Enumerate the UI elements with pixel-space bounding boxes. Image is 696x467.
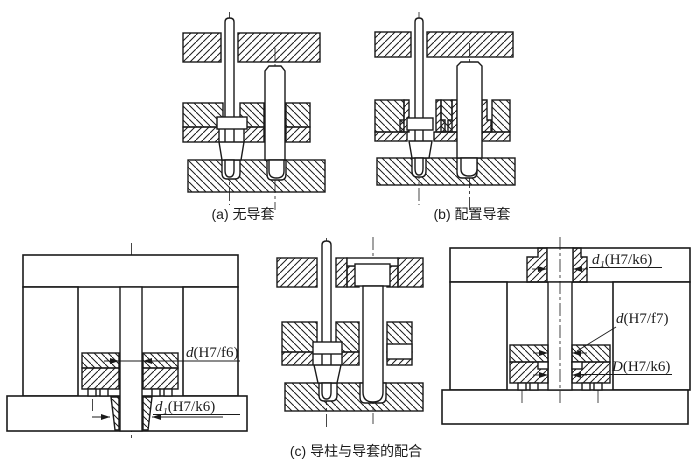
press-fit-section [110, 396, 120, 431]
guide-bushing [142, 352, 179, 369]
lower-die-plate [187, 159, 326, 193]
guide-pillar [119, 286, 143, 432]
backing-plate [182, 126, 220, 143]
guide-bushing [81, 352, 120, 369]
label-d1-h7k6-right: d₁(H7/k6) [592, 252, 652, 268]
small-guide-pin [321, 240, 332, 369]
caption-c: (c) 导柱与导套的配合 [290, 443, 422, 459]
caption-a: (a) 无导套 [212, 206, 275, 222]
backing-plate [374, 131, 408, 142]
pin-flange [406, 117, 434, 131]
upper-die-plate [374, 31, 412, 58]
caption-b: (b) 配置导套 [434, 206, 511, 222]
guide-sleeve [571, 344, 611, 363]
backing-plate [281, 351, 314, 366]
left-column [22, 286, 79, 397]
lower-die-plate [284, 382, 424, 412]
label-D-h7k6: D(H7/k6) [611, 359, 670, 375]
pin-flange [216, 116, 248, 130]
label-d1-h7k6-left: d₁(H7/k6) [155, 399, 215, 415]
label-d-h7f6: d(H7/f6) [186, 345, 239, 361]
punch-holder-plate [374, 99, 405, 133]
left-column [449, 281, 508, 391]
diagram-a-no-sleeve [182, 12, 326, 210]
small-guide-pin [414, 17, 424, 151]
pillar-head [354, 263, 391, 287]
guide-sleeve [509, 344, 549, 363]
upper-die-plate [276, 257, 318, 288]
diagram-c-assembly [276, 237, 424, 428]
right-column [182, 286, 239, 397]
top-plate [22, 254, 239, 288]
base-plate [441, 389, 689, 425]
small-guide-pin [224, 17, 235, 151]
guide-pillar [362, 285, 384, 403]
guide-pillar [264, 65, 286, 161]
diagram-b-with-sleeve [374, 12, 516, 210]
pin-flange [312, 341, 343, 355]
diagram-bl-fits: d(H7/f6) d₁(H7/k6) [6, 243, 248, 441]
upper-die-plate [182, 32, 222, 63]
punch-holder-plate [281, 321, 318, 353]
label-d-h7f7: d(H7/f7) [616, 311, 669, 327]
right-column [612, 281, 691, 391]
guide-pillar [456, 61, 483, 159]
diagram-br-fits: d₁(H7/k6) d(H7/f7) D(H7/k6) [441, 237, 691, 425]
sleeve-flange-step [386, 343, 413, 360]
lower-die-plate [376, 157, 516, 186]
